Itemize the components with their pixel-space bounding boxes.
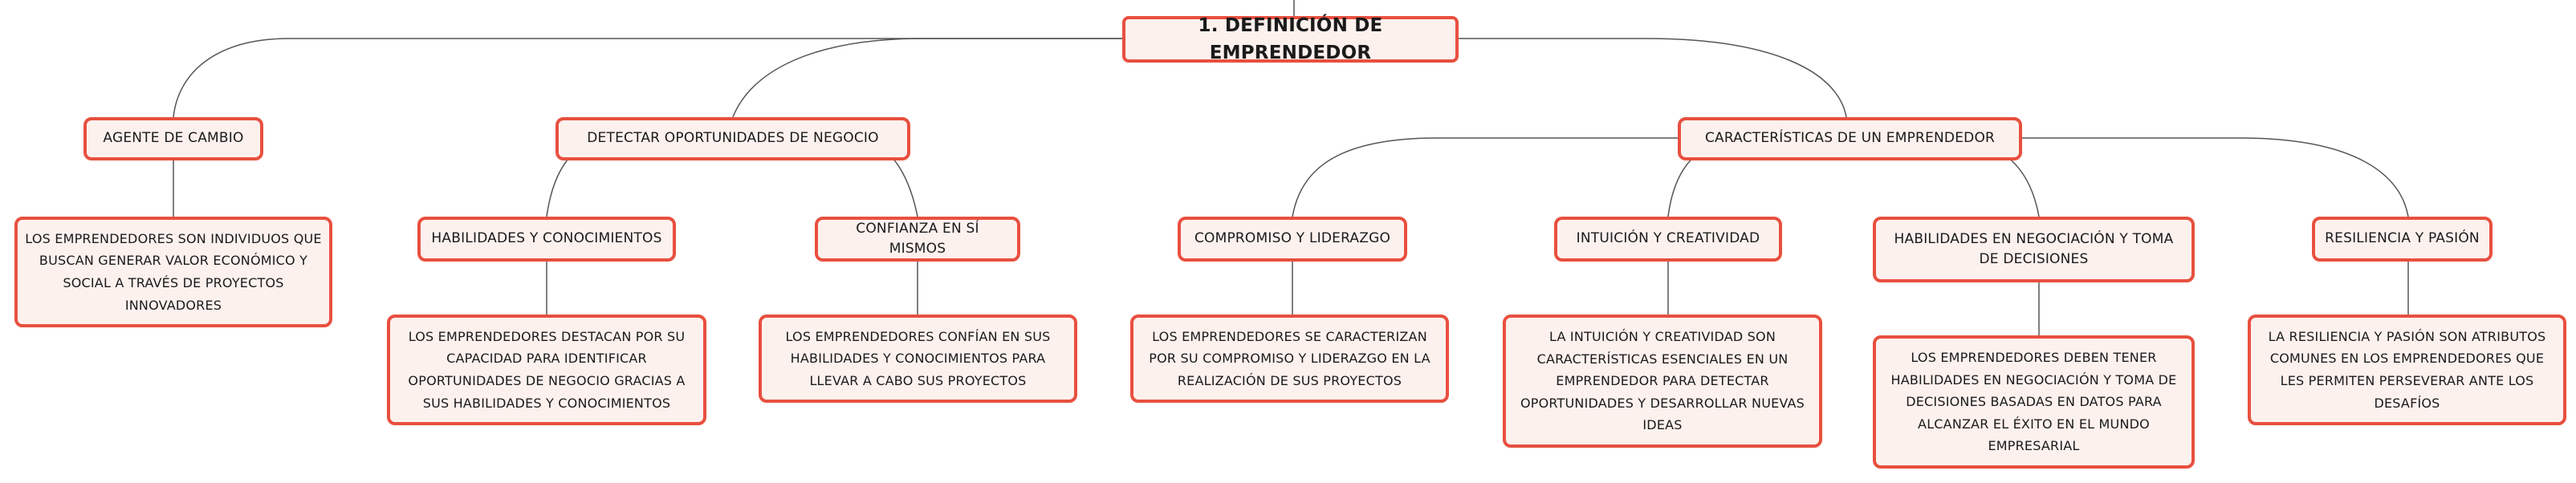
connector-root-caracteristicas: [1459, 38, 1847, 118]
note-intuicion-creatividad[interactable]: LA INTUICIÓN Y CREATIVIDAD SON CARACTERÍ…: [1503, 315, 1822, 448]
topic-detectar-oportunidades[interactable]: DETECTAR OPORTUNIDADES DE NEGOCIO: [555, 117, 910, 160]
topic-compromiso-liderazgo[interactable]: COMPROMISO Y LIDERAZGO: [1178, 217, 1407, 262]
topic-resiliencia-pasion[interactable]: RESILIENCIA Y PASIÓN: [2312, 217, 2493, 262]
topic-confianza-en-si-mismos[interactable]: CONFIANZA EN SÍ MISMOS: [815, 217, 1020, 262]
connector-root-agente: [173, 38, 1122, 118]
root-topic[interactable]: 1. DEFINICIÓN DE EMPRENDEDOR: [1122, 15, 1459, 63]
topic-negociacion-toma-decisiones[interactable]: HABILIDADES EN NEGOCIACIÓN Y TOMA DE DEC…: [1873, 217, 2195, 282]
note-compromiso-liderazgo[interactable]: LOS EMPRENDEDORES SE CARACTERIZAN POR SU…: [1130, 315, 1449, 403]
note-habilidades-conocimientos[interactable]: LOS EMPRENDEDORES DESTACAN POR SU CAPACI…: [387, 315, 706, 425]
connector-car-resiliencia: [2022, 137, 2409, 217]
topic-caracteristicas-emprendedor[interactable]: CARACTERÍSTICAS DE UN EMPRENDEDOR: [1678, 117, 2022, 160]
connector-root-detectar: [732, 38, 1122, 118]
note-confianza-en-si-mismos[interactable]: LOS EMPRENDEDORES CONFÍAN EN SUS HABILID…: [759, 315, 1077, 403]
topic-agente-de-cambio[interactable]: AGENTE DE CAMBIO: [83, 117, 263, 160]
topic-habilidades-conocimientos[interactable]: HABILIDADES Y CONOCIMIENTOS: [417, 217, 676, 262]
topic-intuicion-creatividad[interactable]: INTUICIÓN Y CREATIVIDAD: [1554, 217, 1782, 262]
connector-car-compromiso: [1292, 137, 1678, 217]
note-resiliencia-pasion[interactable]: LA RESILIENCIA Y PASIÓN SON ATRIBUTOS CO…: [2248, 315, 2566, 425]
note-agente-de-cambio[interactable]: LOS EMPRENDEDORES SON INDIVIDUOS QUE BUS…: [14, 217, 332, 327]
note-negociacion-toma-decisiones[interactable]: LOS EMPRENDEDORES DEBEN TENER HABILIDADE…: [1873, 335, 2195, 469]
